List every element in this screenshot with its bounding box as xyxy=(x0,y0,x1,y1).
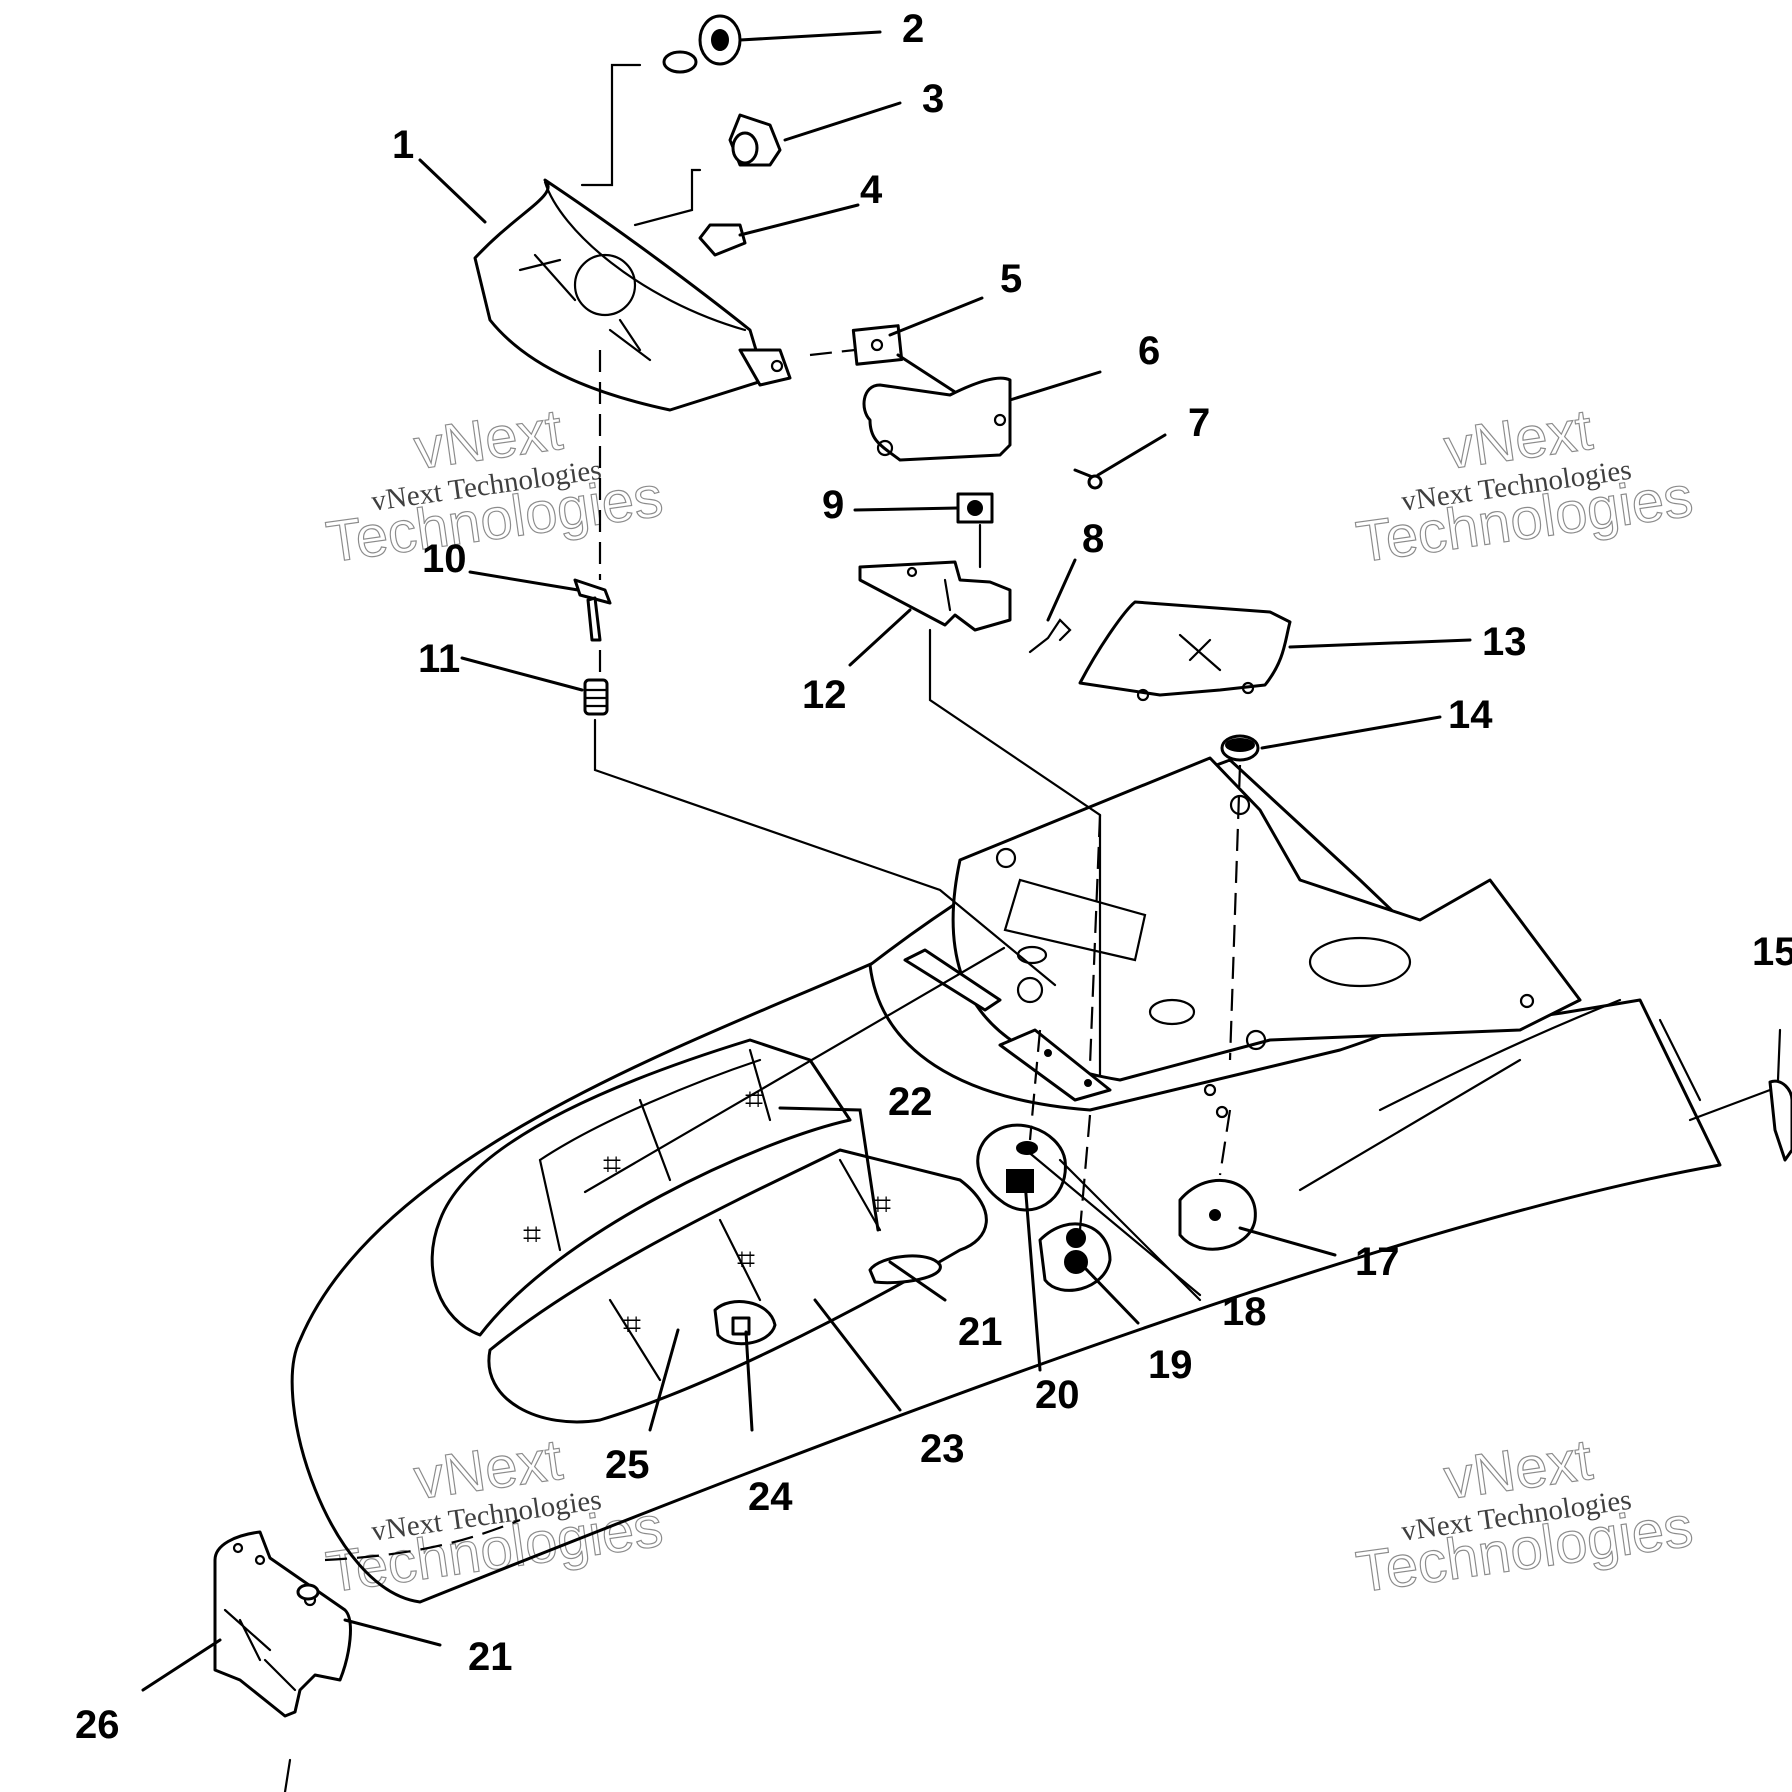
svg-text:⌗: ⌗ xyxy=(523,1216,541,1252)
callout-19: 19 xyxy=(1148,1343,1193,1387)
callout-labels: 1 2 3 4 5 6 7 8 9 10 11 12 13 14 15 17 1… xyxy=(75,7,1792,1747)
callout-23: 23 xyxy=(920,1427,965,1471)
callout-21-upper: 21 xyxy=(958,1310,1003,1354)
callout-14: 14 xyxy=(1448,693,1493,737)
callout-2: 2 xyxy=(902,7,924,51)
spring xyxy=(1028,618,1072,654)
headlight-housing xyxy=(473,178,792,412)
callout-4: 4 xyxy=(860,168,883,212)
callout-24: 24 xyxy=(748,1475,793,1519)
callout-8: 8 xyxy=(1082,517,1104,561)
callout-20: 20 xyxy=(1035,1373,1080,1417)
bulb-socket xyxy=(662,14,742,74)
callout-11: 11 xyxy=(418,637,460,681)
callout-26: 26 xyxy=(75,1703,120,1747)
callout-22: 22 xyxy=(888,1080,933,1124)
decal-pads xyxy=(976,1123,1257,1292)
callout-3: 3 xyxy=(922,77,944,121)
callout-10: 10 xyxy=(422,537,467,581)
bulb xyxy=(728,113,782,167)
headlight-bracket xyxy=(862,376,1012,462)
svg-text:⌗: ⌗ xyxy=(873,1186,891,1222)
svg-text:⌗: ⌗ xyxy=(623,1306,641,1342)
hood-body: ⌗ ⌗ ⌗ ⌗ ⌗ ⌗ xyxy=(290,756,1722,1604)
callout-25: 25 xyxy=(605,1443,650,1487)
callout-12: 12 xyxy=(802,673,847,717)
mount-bracket xyxy=(858,560,1012,632)
callout-6: 6 xyxy=(1138,329,1160,373)
callout-1: 1 xyxy=(392,123,414,167)
callout-7: 7 xyxy=(1188,401,1210,445)
svg-text:⌗: ⌗ xyxy=(745,1081,763,1117)
watermark-top-left: vNext Technologies vNext Technologies xyxy=(322,396,668,575)
pad xyxy=(851,324,904,366)
callout-17: 17 xyxy=(1355,1240,1400,1284)
callout-9: 9 xyxy=(822,483,844,527)
cover-panel xyxy=(1078,600,1292,697)
callout-5: 5 xyxy=(1000,257,1022,301)
callout-18: 18 xyxy=(1222,1290,1267,1334)
svg-text:⌗: ⌗ xyxy=(737,1241,755,1277)
callout-15: 15 xyxy=(1752,930,1792,974)
side-clip xyxy=(1768,1079,1792,1162)
leader-lines xyxy=(141,30,1472,1692)
watermark-top-right: vNext Technologies vNext Technologies xyxy=(1352,396,1698,575)
clip xyxy=(698,223,747,257)
assembly-lines xyxy=(283,63,1782,1792)
callout-13: 13 xyxy=(1482,620,1527,664)
callout-21-lower: 21 xyxy=(468,1635,513,1679)
watermark-bottom-right: vNext Technologies vNext Technologies xyxy=(1352,1426,1698,1605)
